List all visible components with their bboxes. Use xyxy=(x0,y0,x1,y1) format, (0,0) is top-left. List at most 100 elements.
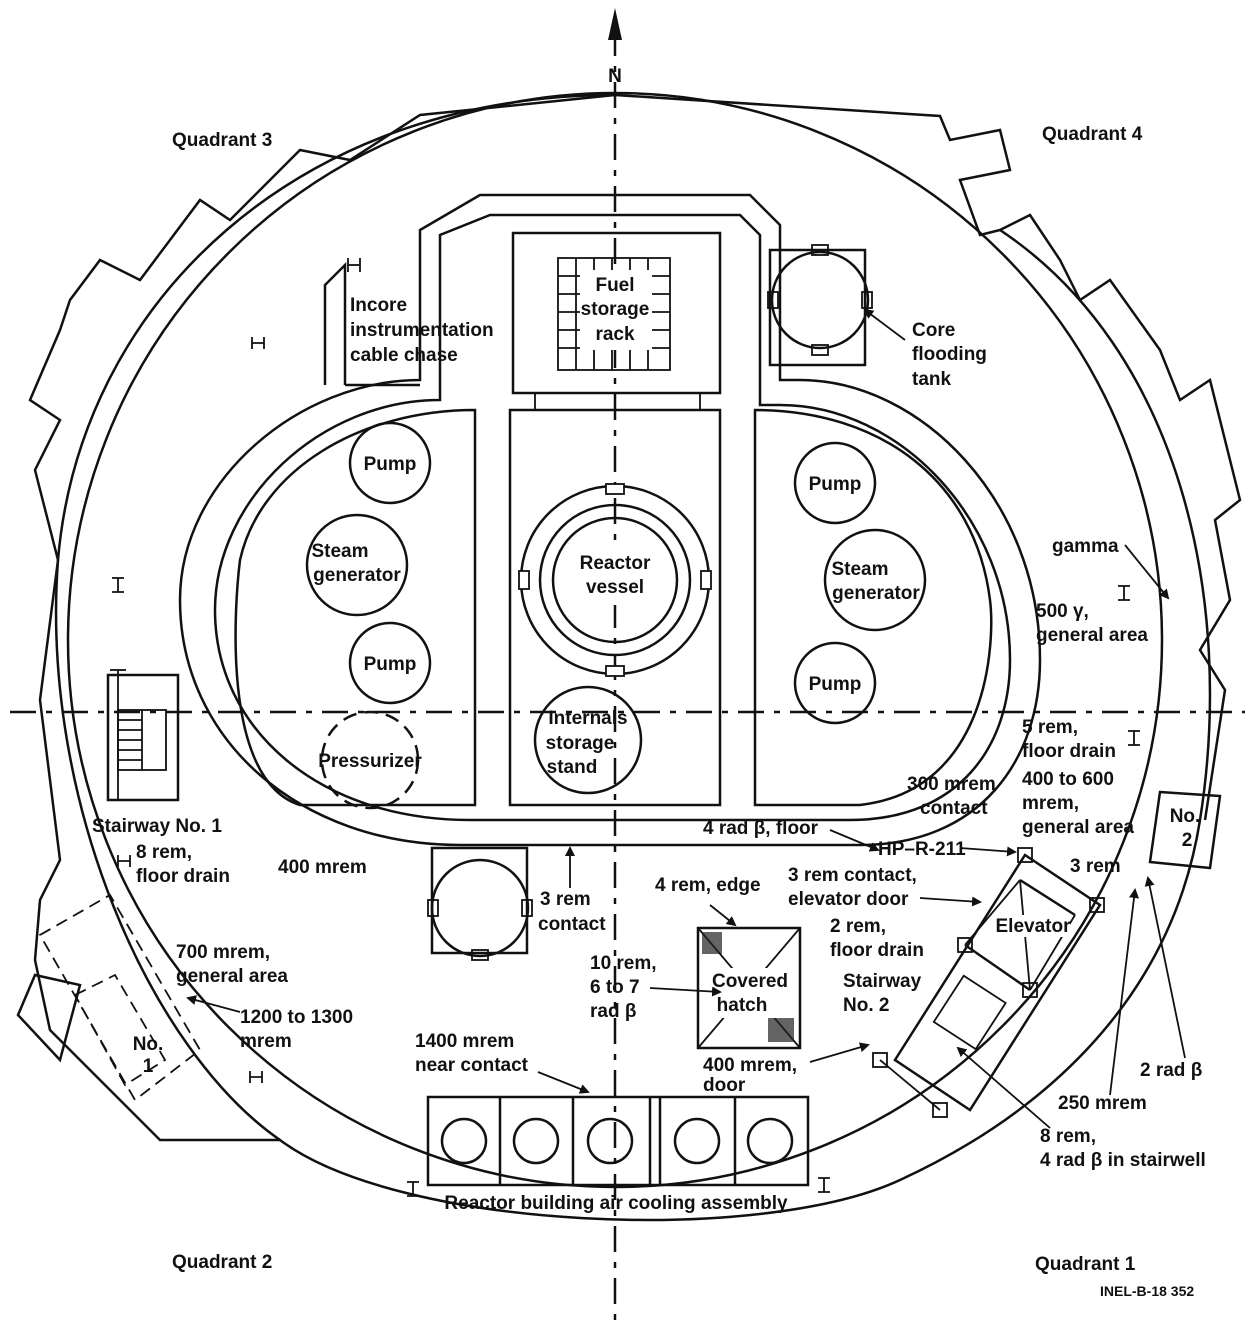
r1400-1: 1400 mrem xyxy=(415,1031,514,1052)
internals-stand xyxy=(533,685,643,795)
leader-arrows xyxy=(186,308,1186,1129)
r10-3: rad β xyxy=(590,1001,636,1022)
air-lock-2 xyxy=(1148,790,1222,870)
r400door-2: door xyxy=(703,1075,746,1096)
outer-building-wall xyxy=(28,93,1242,1222)
north-arrow-icon xyxy=(608,8,622,40)
pressurizer-label: Pressurizer xyxy=(318,751,422,772)
incore-chase xyxy=(323,261,420,387)
quadrant-1-label: Quadrant 1 xyxy=(1035,1254,1136,1275)
r1200-1: 1200 to 1300 xyxy=(240,1007,353,1028)
r500-1: 500 γ, xyxy=(1036,601,1089,622)
stairway-2-label-1: Stairway xyxy=(843,971,922,992)
fuel-rack-label-2: storage xyxy=(581,299,650,320)
r400: 400 mrem xyxy=(278,857,367,878)
r5rem-1: 5 rem, xyxy=(1022,717,1078,738)
fuel-rack-label-1: Fuel xyxy=(595,275,634,296)
r8rem-l-2: floor drain xyxy=(136,866,230,887)
core-flooding-tank-n xyxy=(767,244,873,367)
r700-2: general area xyxy=(176,966,288,987)
r4edge: 4 rem, edge xyxy=(655,875,761,896)
pump-ne-label: Pump xyxy=(809,474,862,495)
air-lock-1 xyxy=(16,893,202,1102)
reactor-label-1: Reactor xyxy=(580,553,651,574)
incore-label-1: Incore xyxy=(350,295,407,316)
no1-label-2: 1 xyxy=(143,1056,154,1077)
stairway-2-label-2: No. 2 xyxy=(843,995,889,1016)
internals-label-3: stand xyxy=(547,757,598,778)
r3remc-2: contact xyxy=(538,914,606,935)
r500-2: general area xyxy=(1036,625,1148,646)
r10-1: 10 rem, xyxy=(590,953,657,974)
r10-2: 6 to 7 xyxy=(590,977,640,998)
pump-ne xyxy=(793,441,877,525)
core-flood-label-3: tank xyxy=(912,369,952,390)
r2rem-1: 2 rem, xyxy=(830,916,886,937)
steam-generator-w xyxy=(305,513,409,617)
sg-w-label-2: generator xyxy=(313,565,401,586)
stairway-1 xyxy=(106,669,180,802)
core-flooding-tank-s xyxy=(427,846,533,961)
core-flood-label-1: Core xyxy=(912,320,955,341)
r3rem: 3 rem xyxy=(1070,856,1121,877)
no1-label-1: No. xyxy=(133,1034,164,1055)
r400-600-3: general area xyxy=(1022,817,1134,838)
incore-label-2: instrumentation xyxy=(350,320,494,341)
r300-2: contact xyxy=(920,798,988,819)
r3contact-1: 3 rem contact, xyxy=(788,865,917,886)
quadrant-3-label: Quadrant 3 xyxy=(172,130,272,151)
r8rem-r-2: 4 rad β in stairwell xyxy=(1040,1150,1206,1171)
quadrant-2-label: Quadrant 2 xyxy=(172,1252,272,1273)
axes xyxy=(10,8,1245,1330)
air-cooling-assembly xyxy=(426,1095,810,1187)
reactor-vessel xyxy=(518,483,712,677)
elevator-label: Elevator xyxy=(996,916,1072,937)
r400door-1: 400 mrem, xyxy=(703,1055,797,1076)
r4rad: 4 rad β, floor xyxy=(703,818,819,839)
sg-e-label-2: generator xyxy=(832,583,920,604)
elevator-stairway-2 xyxy=(872,847,1105,1118)
fuel-rack-label-3: rack xyxy=(595,324,635,345)
hatch-label-1: Covered xyxy=(712,971,788,992)
r400-600-2: mrem, xyxy=(1022,793,1079,814)
pump-nw-label: Pump xyxy=(364,454,417,475)
r1200-2: mrem xyxy=(240,1031,292,1052)
survey-markers xyxy=(112,337,1140,1197)
sg-e-label-1: Steam xyxy=(831,559,888,580)
north-label: N xyxy=(608,66,622,87)
r3contact-2: elevator door xyxy=(788,889,909,910)
r400-600-1: 400 to 600 xyxy=(1022,769,1114,790)
pump-se-label: Pump xyxy=(809,674,862,695)
pump-se xyxy=(793,641,877,725)
sg-w-label-1: Steam xyxy=(311,541,368,562)
reactor-label-2: vessel xyxy=(586,577,644,598)
r1400-2: near contact xyxy=(415,1055,529,1076)
stairway-1-label: Stairway No. 1 xyxy=(92,816,222,837)
r2rad: 2 rad β xyxy=(1140,1060,1202,1081)
incore-label-3: cable chase xyxy=(350,345,458,366)
r5rem-2: floor drain xyxy=(1022,741,1116,762)
gamma-label: gamma xyxy=(1052,536,1119,557)
quadrant-4-label: Quadrant 4 xyxy=(1042,124,1143,145)
pump-nw xyxy=(348,421,432,505)
air-cooling-label: Reactor building air cooling assembly xyxy=(444,1193,788,1214)
r250: 250 mrem xyxy=(1058,1093,1147,1114)
pressurizer xyxy=(320,710,420,810)
no2-label-1: No. xyxy=(1170,806,1201,827)
pump-sw-label: Pump xyxy=(364,654,417,675)
no2-label-2: 2 xyxy=(1182,830,1193,851)
internals-label-1: Internals xyxy=(548,708,627,729)
r8rem-r-1: 8 rem, xyxy=(1040,1126,1096,1147)
r8rem-l-1: 8 rem, xyxy=(136,842,192,863)
r2rem-2: floor drain xyxy=(830,940,924,961)
r300-1: 300 mrem xyxy=(907,774,996,795)
r700-1: 700 mrem, xyxy=(176,942,270,963)
hp-r-211: HP–R-211 xyxy=(878,839,966,860)
steam-generator-e xyxy=(823,528,927,632)
core-flood-label-2: flooding xyxy=(912,344,987,365)
pump-sw xyxy=(348,621,432,705)
r3remc-1: 3 rem xyxy=(540,889,591,910)
internals-label-2: storage xyxy=(546,733,615,754)
hatch-label-2: hatch xyxy=(717,995,768,1016)
